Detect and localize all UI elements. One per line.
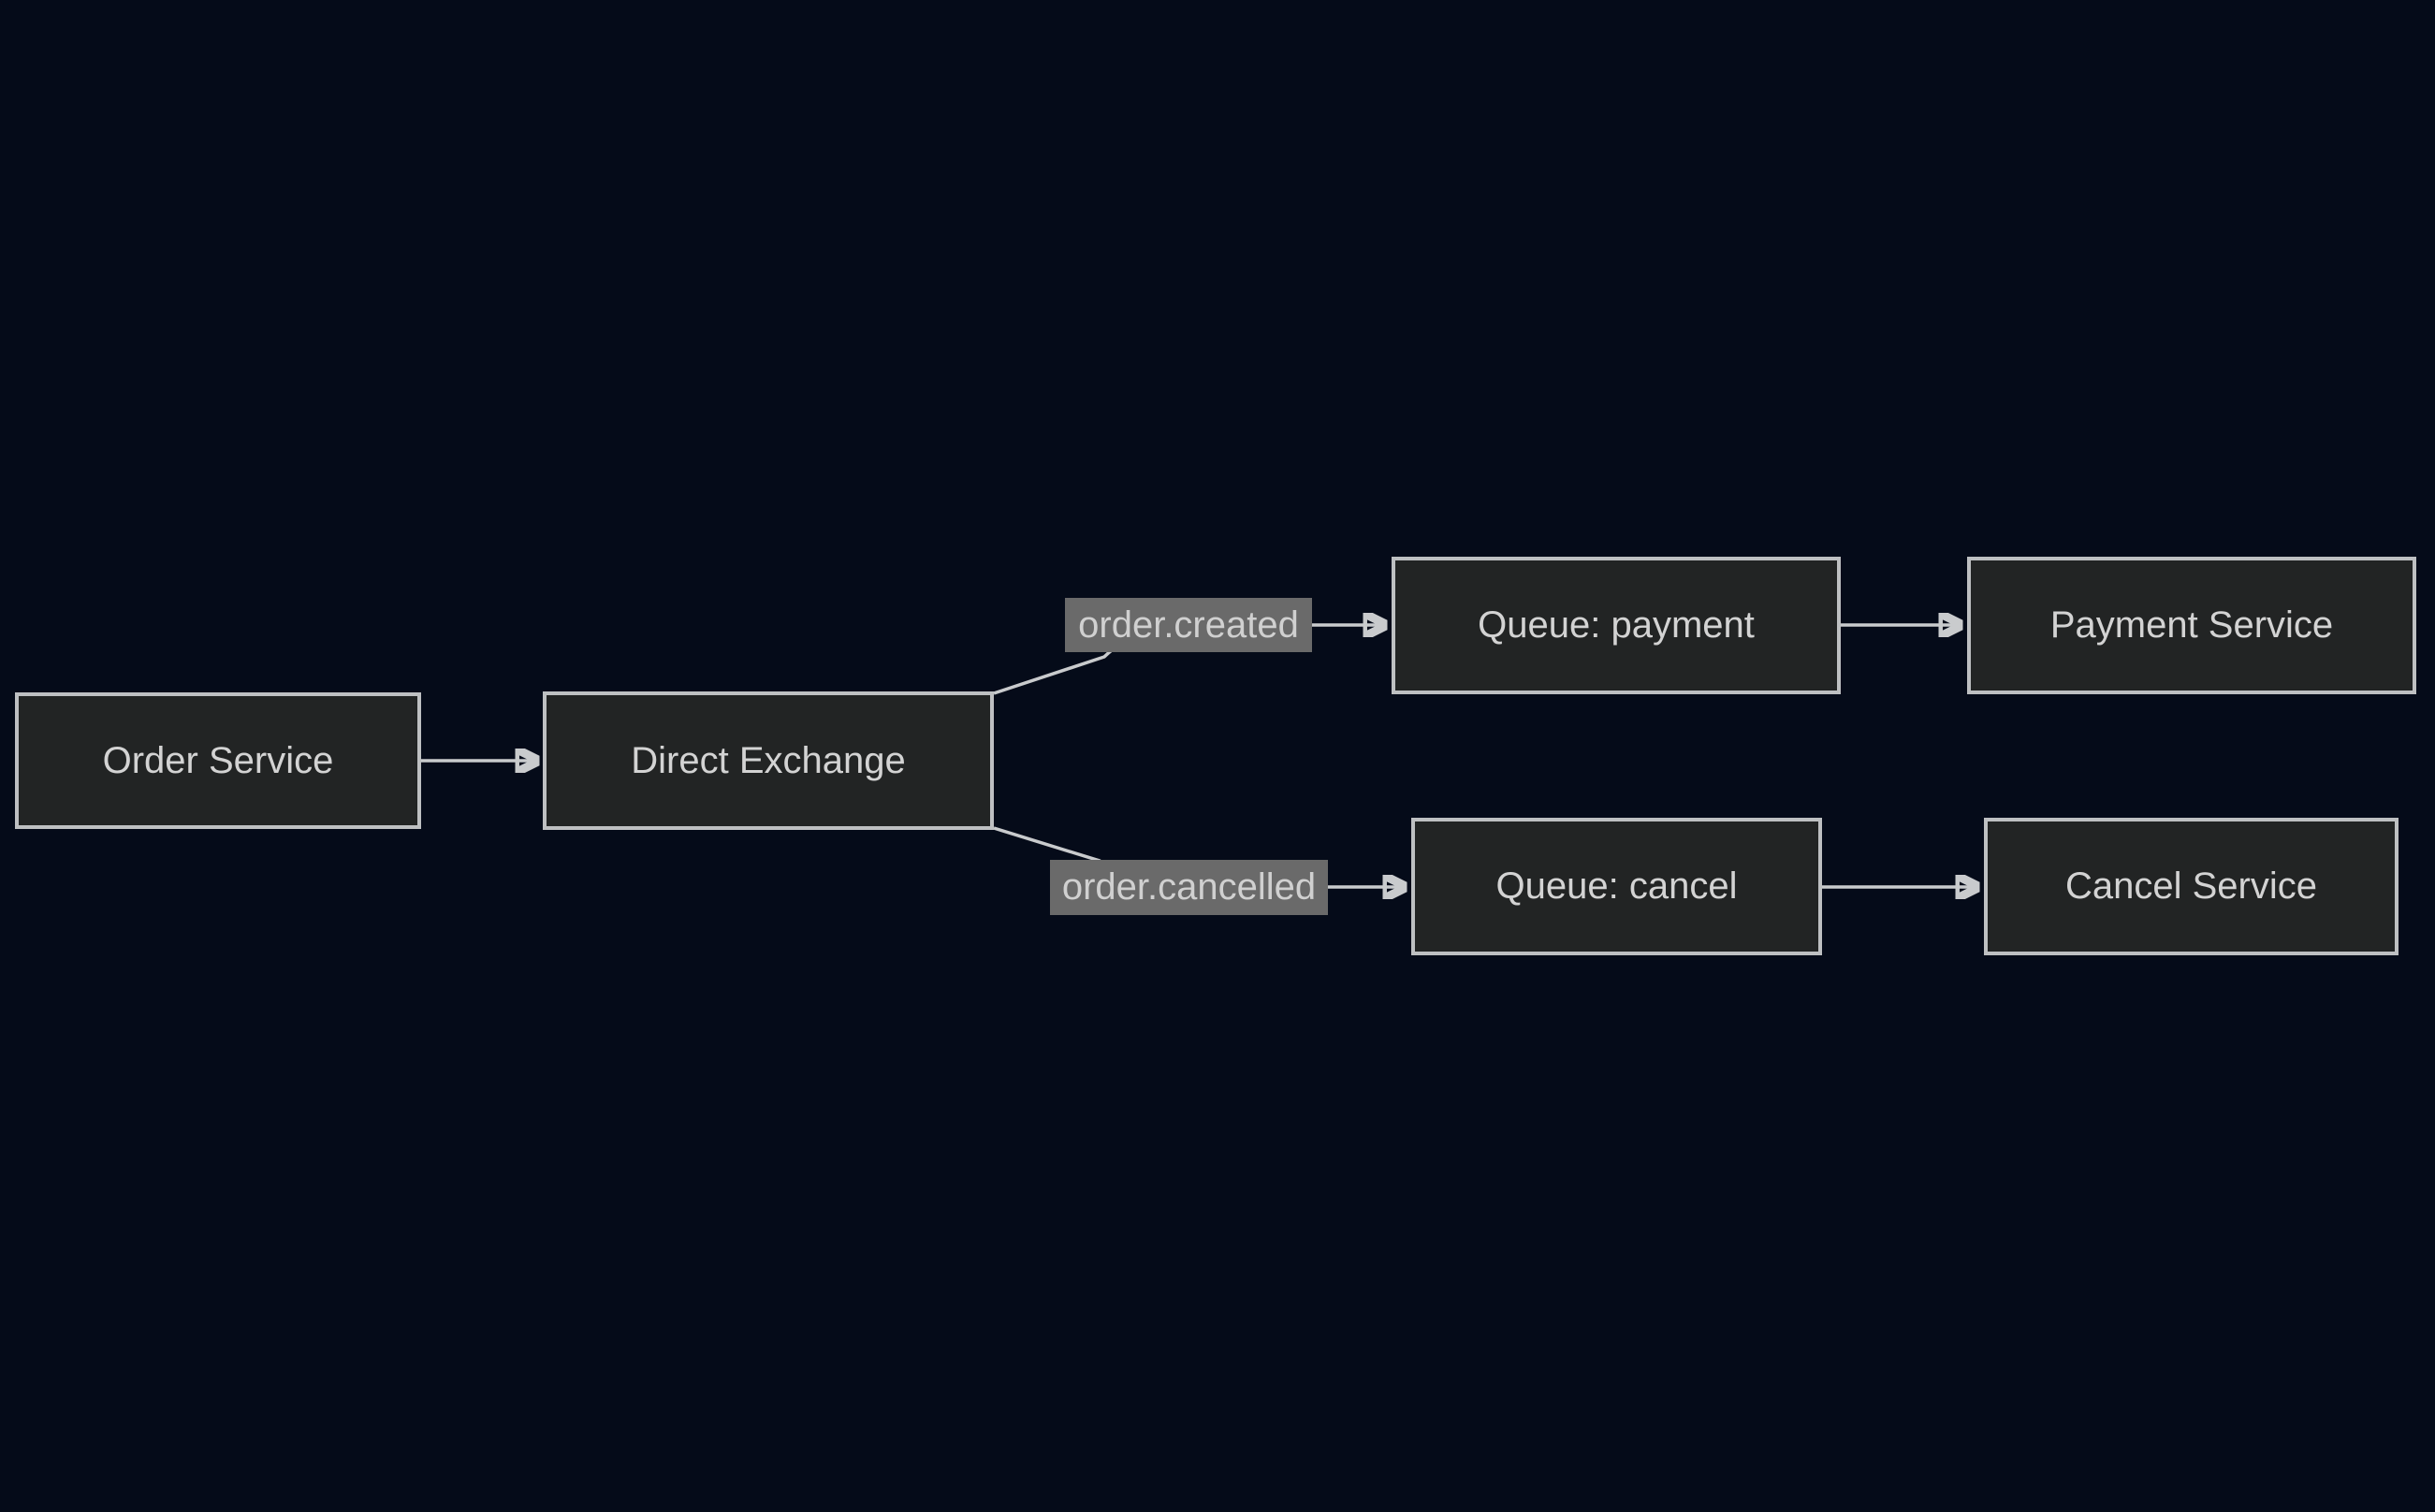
edge-label-order-cancelled: order.cancelled — [1050, 860, 1328, 915]
node-cancel-service: Cancel Service — [1984, 818, 2399, 955]
node-queue-cancel: Queue: cancel — [1411, 818, 1822, 955]
node-queue-payment: Queue: payment — [1392, 557, 1841, 694]
node-direct-exchange: Direct Exchange — [543, 691, 994, 830]
node-payment-service-label: Payment Service — [2049, 604, 2334, 646]
node-cancel-service-label: Cancel Service — [2064, 865, 2317, 907]
node-payment-service: Payment Service — [1967, 557, 2416, 694]
node-queue-cancel-label: Queue: cancel — [1495, 865, 1738, 907]
node-order-service-label: Order Service — [102, 739, 334, 781]
node-order-service: Order Service — [15, 692, 421, 829]
node-direct-exchange-label: Direct Exchange — [631, 739, 906, 781]
edge-label-order-created: order.created — [1065, 598, 1312, 652]
node-queue-payment-label: Queue: payment — [1478, 604, 1755, 646]
